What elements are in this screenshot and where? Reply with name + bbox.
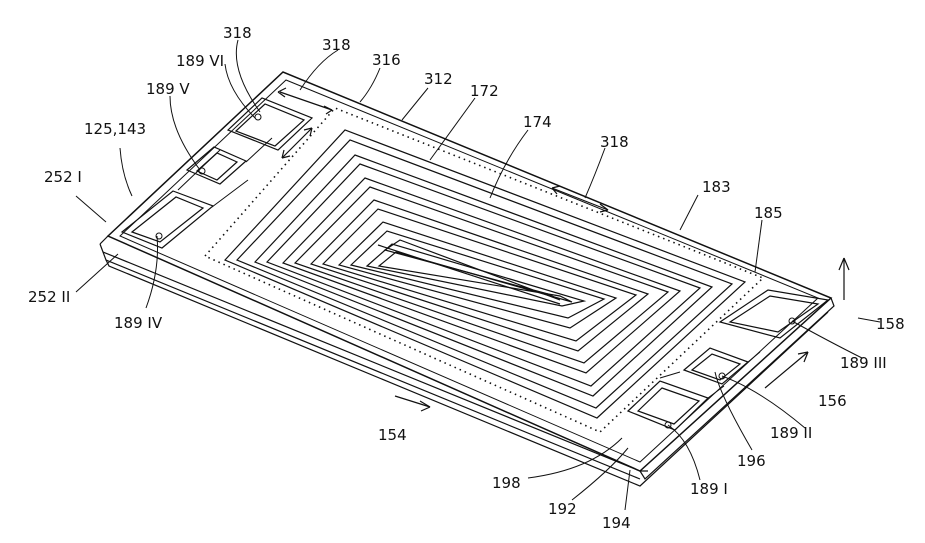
label-318-right: 318 <box>600 133 629 151</box>
label-312: 312 <box>424 70 453 88</box>
label-189VI: 189 VI <box>176 52 224 70</box>
label-154: 154 <box>378 426 407 444</box>
label-189III: 189 III <box>840 354 887 372</box>
flow-arrow-154 <box>395 396 430 411</box>
flow-arrow-156 <box>765 352 808 388</box>
label-172: 172 <box>470 82 499 100</box>
label-183: 183 <box>702 178 731 196</box>
label-189IV: 189 IV <box>114 314 163 332</box>
label-189V: 189 V <box>146 80 190 98</box>
label-196: 196 <box>737 452 766 470</box>
plate-top-face <box>108 72 831 471</box>
label-316: 316 <box>372 51 401 69</box>
label-194: 194 <box>602 514 631 532</box>
label-318-upper: 318 <box>322 36 351 54</box>
label-252II: 252 II <box>28 288 70 306</box>
label-156: 156 <box>818 392 847 410</box>
label-174: 174 <box>523 113 552 131</box>
label-252I: 252 I <box>44 168 82 186</box>
label-198: 198 <box>492 474 521 492</box>
label-185: 185 <box>754 204 783 222</box>
flow-arrow-158 <box>839 258 849 300</box>
label-189I: 189 I <box>690 480 728 498</box>
label-189II: 189 II <box>770 424 812 442</box>
label-192: 192 <box>548 500 577 518</box>
label-125-143: 125,143 <box>84 120 146 138</box>
label-318-top: 318 <box>223 24 252 42</box>
label-158: 158 <box>876 315 905 333</box>
